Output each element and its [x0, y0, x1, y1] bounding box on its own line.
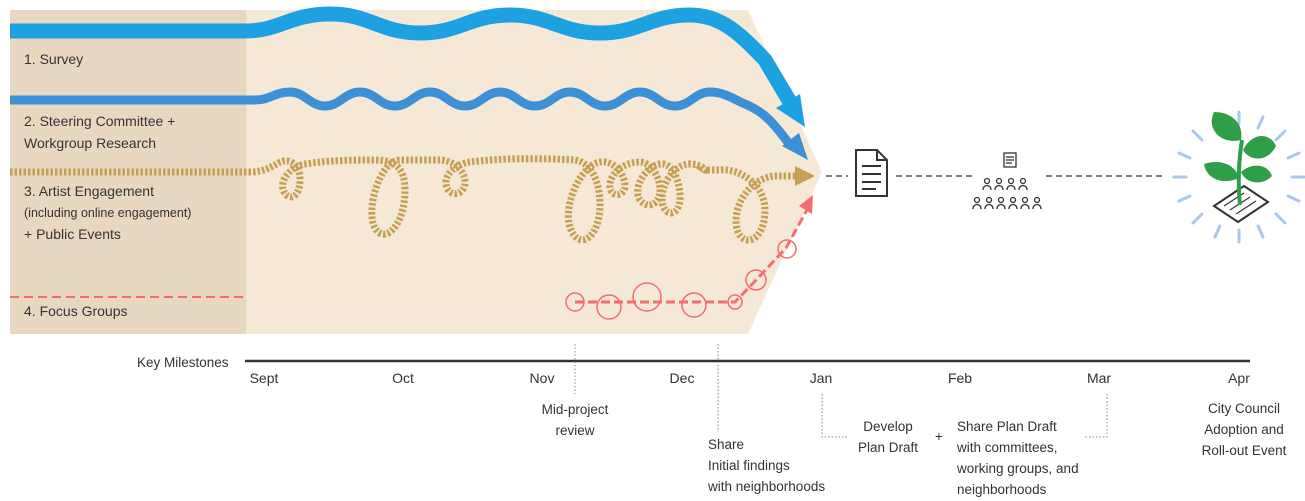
artist-label-line2: (including online engagement) — [24, 206, 191, 220]
month-label: Apr — [1228, 370, 1250, 386]
focus-group-circle — [777, 239, 797, 259]
share-draft-line2: with committees, — [956, 440, 1058, 455]
develop-draft-bracket — [821, 394, 848, 438]
month-label: Dec — [670, 370, 695, 386]
adoption-line3: Roll-out Event — [1202, 443, 1287, 458]
artist-label-line1: 3. Artist Engagement — [24, 183, 154, 199]
focus-group-circle — [596, 294, 622, 320]
survey-arrowhead — [776, 94, 805, 127]
month-label: Nov — [530, 370, 555, 386]
share-findings-line1: Share — [708, 437, 744, 452]
steering-label-line1: 2. Steering Committee + — [24, 113, 175, 129]
document-icon — [855, 149, 888, 197]
month-label: Mar — [1087, 370, 1111, 386]
develop-draft-line2: Plan Draft — [858, 440, 918, 455]
steering-arrowhead — [782, 133, 808, 160]
halo-rays — [1172, 110, 1305, 244]
month-label: Oct — [392, 370, 414, 386]
share-findings-line2: Initial findings — [708, 458, 790, 473]
adoption-line1: City Council — [1208, 401, 1280, 416]
plus-sign: + — [935, 429, 943, 444]
adoption-line2: Adoption and — [1204, 422, 1284, 437]
develop-draft-line1: Develop — [863, 419, 913, 434]
focus-arrowhead — [799, 195, 813, 214]
plant-icon — [1172, 110, 1305, 244]
mid-review-line2: review — [555, 423, 594, 438]
month-label: Feb — [948, 370, 972, 386]
survey-stream — [10, 6, 797, 106]
steering-stream — [10, 87, 794, 148]
mid-review-line1: Mid-project — [542, 402, 609, 417]
month-label: Jan — [810, 370, 833, 386]
month-label: Sept — [250, 370, 279, 386]
artist-stream — [10, 155, 795, 244]
share-draft-line4: neighborhoods — [957, 482, 1047, 497]
focus-group-circle — [565, 292, 585, 312]
artist-label-line3: + Public Events — [24, 226, 121, 242]
share-draft-line1: Share Plan Draft — [957, 419, 1057, 434]
focus-group-circle — [681, 292, 707, 318]
share-findings-line3: with neighborhoods — [707, 479, 825, 494]
key-milestones-label: Key Milestones — [137, 355, 229, 370]
focus-group-circle — [632, 282, 662, 312]
survey-label: 1. Survey — [24, 51, 83, 67]
focus-group-circle — [745, 269, 767, 291]
meeting-group-icon — [972, 152, 1042, 210]
share-draft-bracket — [1085, 394, 1108, 438]
artist-arrowhead — [795, 166, 815, 186]
focus-label: 4. Focus Groups — [24, 303, 128, 319]
share-draft-line3: working groups, and — [956, 461, 1079, 476]
focus-group-circle — [727, 294, 743, 310]
steering-label-line2: Workgroup Research — [24, 135, 156, 151]
